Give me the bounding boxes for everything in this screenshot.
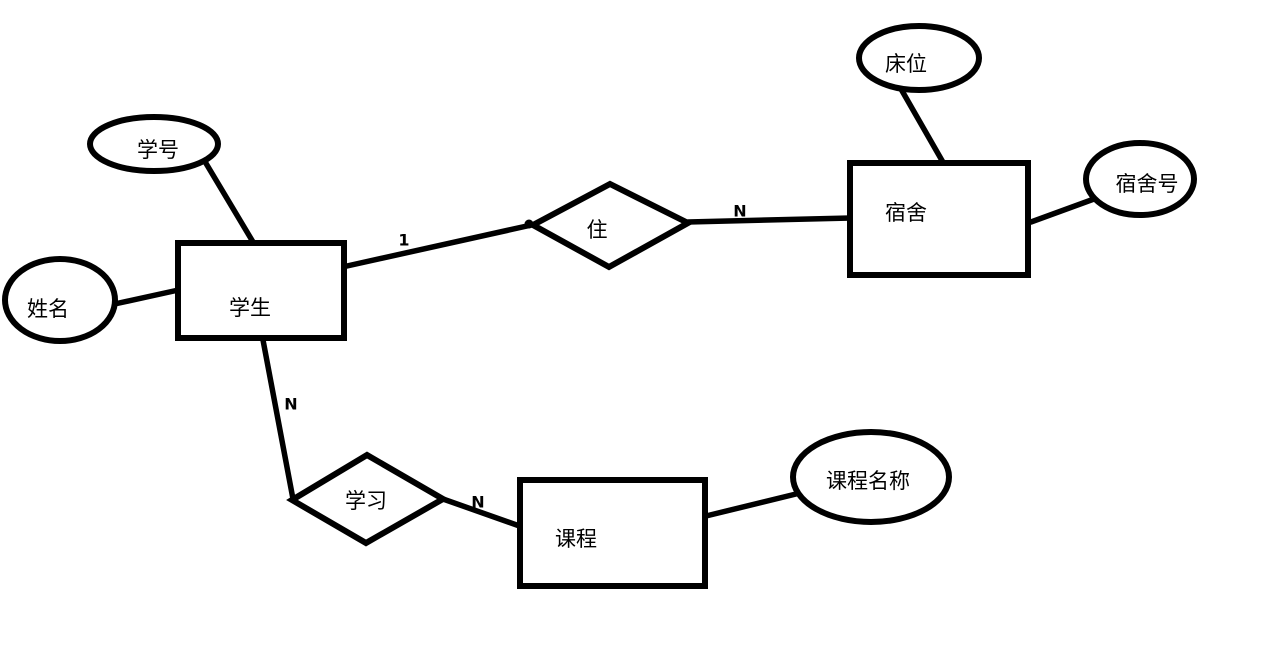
- edge-name-to-student: [107, 286, 186, 308]
- entity-course-box: [517, 477, 708, 589]
- edge-live-to-dormitory: [685, 215, 854, 225]
- edge-bed-to-dormitory: [898, 86, 947, 167]
- cardinality-student-to-study: N: [284, 395, 297, 414]
- attribute-student-id-ellipse: [87, 114, 221, 174]
- attribute-name-ellipse: [2, 256, 118, 344]
- attribute-dorm-number: 宿舍号: [1083, 140, 1197, 218]
- relationship-live: 住: [526, 180, 695, 271]
- entity-dormitory-label: 宿舍: [885, 201, 927, 225]
- connection-dots: [106, 155, 534, 534]
- attribute-student-id-label: 学号: [137, 138, 179, 162]
- relationship-live-diamond: [526, 180, 695, 271]
- edge-student-to-live: [335, 221, 539, 271]
- edge-student-to-study: [260, 337, 296, 502]
- edges: [107, 86, 1097, 532]
- attribute-student-id: 学号: [87, 114, 221, 174]
- attribute-dorm-number-ellipse: [1083, 140, 1197, 218]
- entity-student: 学生: [175, 240, 347, 341]
- edge-student-id-to-student: [201, 157, 256, 245]
- attribute-name: 姓名: [2, 256, 118, 344]
- attribute-course-name-ellipse: [790, 429, 952, 525]
- relationship-live-label: 住: [587, 218, 608, 242]
- cardinality-study-to-course: N: [471, 493, 484, 512]
- attribute-bed-label: 床位: [885, 52, 927, 76]
- attribute-dorm-number-label: 宿舍号: [1116, 172, 1179, 196]
- attribute-course-name-label: 课程名称: [826, 469, 910, 493]
- attribute-bed-ellipse: [856, 23, 982, 93]
- cardinality-live-to-dormitory: N: [733, 202, 746, 221]
- relationship-study-label: 学习: [345, 489, 387, 513]
- entity-student-label: 学生: [229, 296, 271, 320]
- attribute-bed: 床位: [856, 23, 982, 93]
- edge-dormitory-to-dorm-number: [1028, 196, 1097, 225]
- entity-dormitory: 宿舍: [847, 160, 1031, 278]
- attribute-name-label: 姓名: [27, 297, 69, 321]
- entity-student-box: [175, 240, 347, 341]
- cardinality-student-to-live: 1: [398, 231, 409, 250]
- entity-dormitory-box: [847, 160, 1031, 278]
- relationship-study: 学习: [286, 451, 450, 547]
- edge-course-to-course-name: [703, 491, 799, 519]
- cardinality-labels: 1 N N N: [284, 202, 746, 512]
- attribute-course-name: 课程名称: [790, 429, 952, 525]
- relationship-study-diamond: [286, 451, 450, 547]
- entity-course: 课程: [517, 477, 708, 589]
- entity-course-label: 课程: [555, 527, 597, 551]
- edge-study-to-course: [440, 496, 531, 532]
